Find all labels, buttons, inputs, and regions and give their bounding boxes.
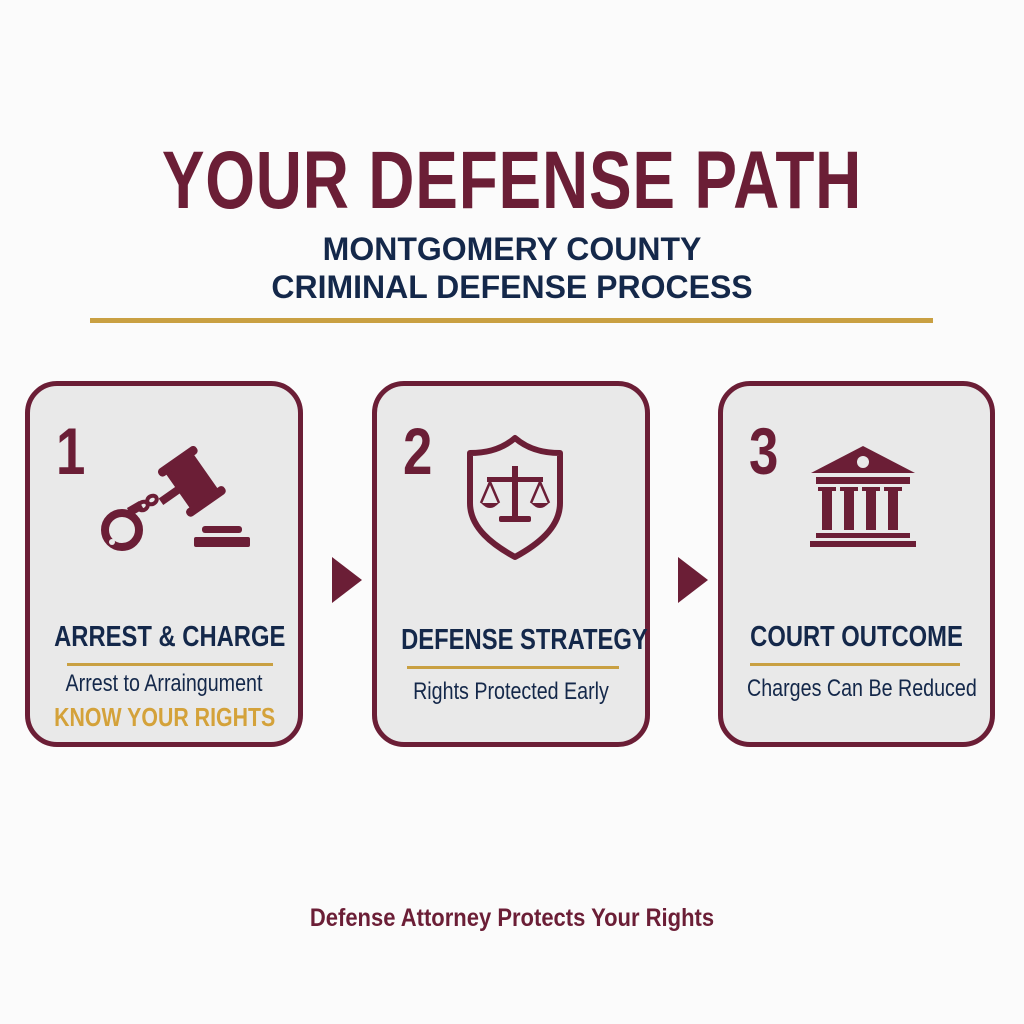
step-accent: KNOW YOUR RIGHTS <box>54 702 276 732</box>
step-title-underline <box>67 663 273 666</box>
courthouse-icon <box>810 446 916 547</box>
subtitle-process: CRIMINAL DEFENSE PROCESS <box>271 269 753 305</box>
step-title: DEFENSE STRATEGY <box>401 624 648 656</box>
step-description: Arrest to Arraingument <box>65 670 263 697</box>
step-card-2: 2 DEFENSE STRATEGY Rights Protected Earl… <box>372 381 650 747</box>
shield-scales-icon <box>467 435 563 560</box>
step-title: COURT OUTCOME <box>750 621 963 653</box>
gavel-handcuffs-icon <box>101 445 250 551</box>
footer-tagline: Defense Attorney Protects Your Rights <box>309 904 715 932</box>
step-description: Charges Can Be Reduced <box>747 675 977 702</box>
page-title: YOUR DEFENSE PATH <box>161 135 863 226</box>
step-number: 1 <box>56 414 86 488</box>
subtitle-county: MONTGOMERY COUNTY <box>322 231 702 267</box>
step-description: Rights Protected Early <box>413 678 609 705</box>
step-title-underline <box>750 663 960 666</box>
step-card-1: 1 ARREST & CHARGE Arrest to Arraingument… <box>25 381 303 747</box>
step-title: ARREST & CHARGE <box>54 621 286 653</box>
step-title-underline <box>407 666 619 669</box>
arrow-right-icon <box>678 557 708 603</box>
step-card-3: 3 COURT OUTCOME Charges Can Be Reduced <box>718 381 995 747</box>
step-number: 3 <box>749 414 779 488</box>
header-divider <box>90 318 933 323</box>
step-number: 2 <box>403 414 433 488</box>
arrow-right-icon <box>332 557 362 603</box>
